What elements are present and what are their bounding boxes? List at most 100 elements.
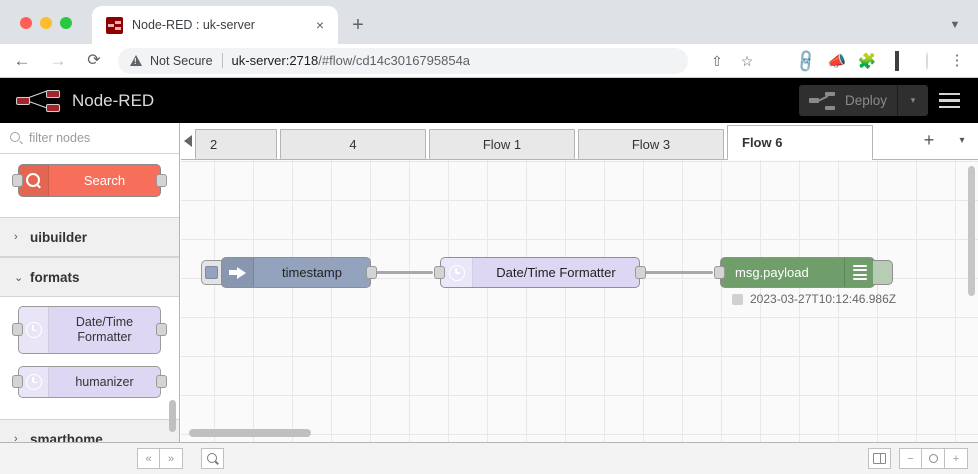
debug-enable-toggle[interactable] (873, 260, 893, 285)
bookmark-star-icon[interactable]: ☆ (740, 52, 754, 69)
zoom-out-button[interactable]: − (899, 448, 922, 469)
palette-node-date-time-formatter[interactable]: Date/Time Formatter (12, 306, 167, 354)
share-icon[interactable]: ⇧ (711, 52, 723, 69)
node-input-port[interactable] (12, 323, 23, 336)
link-extension-icon[interactable]: 🔗 (793, 48, 820, 75)
flow-tab-flow-1[interactable]: Flow 1 (429, 129, 575, 159)
flow-tab-label: Flow 6 (742, 135, 783, 150)
palette-collapse-controls: « » (137, 448, 183, 469)
puzzle-extensions-icon[interactable]: 🧩 (857, 52, 877, 70)
search-flows-button[interactable] (201, 448, 224, 469)
flow-tab-actions: + ▾ (912, 122, 978, 159)
wire-inject-to-formatter[interactable] (350, 271, 433, 274)
flow-node-status-text: 2023-03-27T10:12:46.986Z (750, 292, 897, 306)
browser-tab-strip: Node-RED : uk-server × + ▼ (0, 0, 978, 44)
arrow-right-icon (222, 258, 254, 287)
chevron-right-icon: › (14, 433, 18, 442)
reload-button[interactable]: ⟳ (87, 51, 101, 69)
palette-filter-input[interactable]: filter nodes (0, 123, 179, 154)
tab-scroll-left-button[interactable] (181, 122, 195, 159)
flow-node-msg-payload-debug[interactable]: msg.payload 2023-03-27T10:12:46.986Z (714, 257, 896, 306)
address-bar[interactable]: Not Secure uk-server:2718/#flow/cd14c301… (118, 47, 688, 74)
zoom-in-button[interactable]: + (945, 448, 968, 469)
square-extension-icon[interactable] (883, 47, 911, 75)
profile-avatar[interactable] (913, 47, 941, 75)
node-output-port[interactable] (366, 265, 377, 279)
flow-tab-bar: 2 4 Flow 1 Flow 3 Flow 6 + ▾ (181, 123, 978, 160)
close-window-button[interactable] (20, 17, 32, 29)
flow-node-timestamp[interactable]: timestamp (201, 257, 377, 288)
palette-node-label: humanizer (75, 374, 134, 389)
palette-scroll-area[interactable]: Search › uibuilder ⌄ formats Date/Time (0, 154, 179, 442)
forward-button[interactable]: → (49, 50, 67, 70)
url-path: /#flow/cd14c3016795854a (318, 53, 471, 68)
palette-node-humanizer[interactable]: humanizer (12, 366, 167, 398)
node-output-port[interactable] (635, 265, 646, 279)
chrome-menu-kebab-icon[interactable]: ⋮ (949, 51, 965, 69)
flow-tab-flow-6[interactable]: Flow 6 (727, 125, 873, 160)
browser-toolbar-icons: ⇧ ☆ 🔗 📣 🧩 ⋮ (702, 47, 978, 75)
url-text: uk-server:2718/#flow/cd14c3016795854a (232, 53, 471, 68)
flow-tab-label: Flow 1 (482, 137, 522, 152)
flow-tab-label: 2 (210, 137, 218, 152)
zoom-reset-button[interactable] (922, 448, 945, 469)
minimize-window-button[interactable] (40, 17, 52, 29)
deploy-button[interactable]: Deploy ▾ (798, 85, 928, 116)
flow-node-status: 2023-03-27T10:12:46.986Z (732, 292, 896, 306)
maximize-window-button[interactable] (60, 17, 72, 29)
deploy-dropdown-caret-icon[interactable]: ▾ (910, 95, 916, 105)
app-brand-title: Node-RED (72, 90, 155, 110)
add-flow-button[interactable]: + (923, 130, 935, 150)
chevron-left-icon (184, 134, 192, 147)
palette-category-label: formats (30, 269, 80, 285)
flow-node-label: Date/Time Formatter (496, 265, 616, 280)
zoom-controls: − + (868, 448, 968, 469)
window-traffic-lights (20, 17, 72, 29)
collapse-all-button[interactable]: « (137, 448, 160, 469)
zoom-button-group: − + (899, 448, 968, 469)
palette-scrollbar[interactable] (169, 400, 176, 432)
palette-category-formats[interactable]: ⌄ formats (0, 257, 179, 297)
palette-category-smarthome[interactable]: › smarthome (0, 419, 179, 442)
node-output-port[interactable] (156, 323, 167, 336)
omnibox-divider (221, 53, 223, 68)
inject-trigger-button[interactable] (201, 260, 222, 285)
shield-extension-icon[interactable] (763, 47, 791, 75)
palette-category-formats-nodes: Date/Time Formatter humanizer (0, 297, 179, 419)
node-input-port[interactable] (434, 265, 445, 279)
wire-formatter-to-debug[interactable] (640, 271, 713, 274)
flow-list-caret-icon[interactable]: ▾ (959, 135, 965, 146)
node-output-port[interactable] (156, 375, 167, 388)
canvas-horizontal-scrollbar[interactable] (189, 429, 311, 437)
node-input-port[interactable] (714, 265, 725, 279)
chevron-down-icon: ⌄ (14, 271, 24, 284)
node-red-header: Node-RED Deploy ▾ (0, 78, 978, 123)
browser-tab-node-red[interactable]: Node-RED : uk-server × (92, 6, 338, 44)
flow-workspace: 2 4 Flow 1 Flow 3 Flow 6 + ▾ (181, 123, 978, 442)
new-tab-button[interactable]: + (352, 14, 364, 36)
flow-tab-label: 4 (349, 137, 357, 152)
flow-tab-2[interactable]: 2 (195, 129, 277, 159)
deploy-divider (897, 85, 898, 116)
expand-all-button[interactable]: » (160, 448, 183, 469)
main-menu-hamburger-icon[interactable] (928, 92, 970, 109)
flow-canvas[interactable]: timestamp Date/Time Formatter (181, 160, 978, 442)
node-input-port[interactable] (12, 375, 23, 388)
palette-node-search[interactable]: Search (12, 164, 167, 197)
flow-tab-flow-3[interactable]: Flow 3 (578, 129, 724, 159)
flow-node-date-time-formatter[interactable]: Date/Time Formatter (434, 257, 646, 288)
navigator-map-button[interactable] (868, 448, 891, 469)
node-output-port[interactable] (156, 173, 167, 187)
chevron-down-icon[interactable]: ▼ (949, 19, 961, 31)
node-input-port[interactable] (12, 173, 23, 187)
canvas-vertical-scrollbar[interactable] (968, 166, 975, 296)
close-icon[interactable]: × (315, 17, 325, 33)
flow-tab-4[interactable]: 4 (280, 129, 426, 159)
megaphone-extension-icon[interactable]: 📣 (827, 52, 847, 70)
status-dot-icon (732, 293, 743, 305)
palette-category-uibuilder[interactable]: › uibuilder (0, 217, 179, 257)
back-button[interactable]: ← (13, 50, 31, 70)
browser-tab-title: Node-RED : uk-server (132, 18, 255, 32)
palette-category-label: uibuilder (30, 229, 87, 245)
deploy-button-label: Deploy (844, 93, 887, 108)
